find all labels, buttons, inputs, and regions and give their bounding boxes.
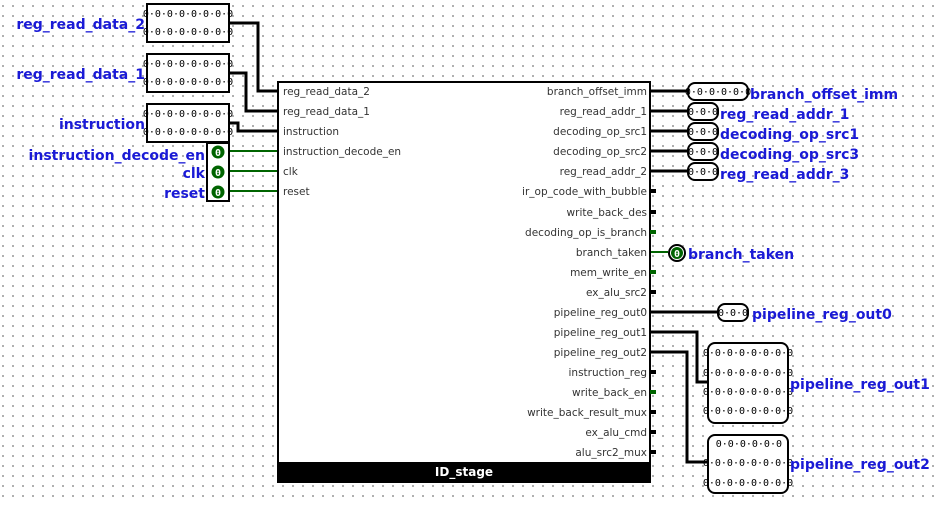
bits-row: 0·0·0·0·0·0·0·0 — [143, 127, 233, 138]
pin-label-out: write_back_en — [572, 387, 647, 399]
input-pin-reg-read-data-1[interactable]: 0·0·0·0·0·0·0·0 0·0·0·0·0·0·0·0 — [143, 53, 233, 93]
pin-label-in: clk — [283, 166, 299, 178]
bits-row: 0·0·0·0·0·0·0·0 — [143, 59, 233, 70]
output-pin-pipeline-reg-out1[interactable]: 0·0·0·0·0·0·0·0 0·0·0·0·0·0·0·0 0·0·0·0·… — [703, 342, 793, 424]
input-pin-reset[interactable]: 0 — [211, 185, 225, 200]
output-pin-stubs — [650, 189, 656, 454]
bits-row: 0·0·0 — [688, 107, 718, 118]
bit-value: 0 — [215, 188, 221, 199]
input-pin-instruction[interactable]: 0·0·0·0·0·0·0·0 0·0·0·0·0·0·0·0 — [143, 103, 233, 143]
bits-row: 0·0·0·0·0·0·0·0 — [703, 406, 793, 417]
pin-label-out: branch_offset_imm — [547, 86, 647, 98]
component-title-bar — [278, 462, 650, 482]
pin-label-out: pipeline_reg_out1 — [554, 327, 647, 339]
pin-label-out: ex_alu_cmd — [585, 427, 647, 439]
pin-label-out: decoding_op_is_branch — [525, 227, 647, 239]
pin-label-in: reset — [283, 186, 310, 198]
wire-instruction[interactable] — [229, 121, 278, 133]
wire-reg-read-data-1[interactable] — [229, 71, 278, 113]
label-branch-taken: branch_taken — [688, 247, 794, 263]
output-pin-pipeline-reg-out0[interactable]: 0·0·0 — [717, 303, 749, 322]
label-pipeline-reg-out0: pipeline_reg_out0 — [752, 307, 892, 323]
bits-row: 0·0·0·0·0·0·0·0 — [143, 27, 233, 38]
bits-row: 0·0·0·0·0·0·0·0 — [143, 77, 233, 88]
pin-label-out: write_back_result_mux — [527, 407, 647, 419]
label-instruction: instruction — [59, 117, 145, 133]
bits-row: 0·0·0 — [688, 167, 718, 178]
id-stage-component[interactable]: ID_stage reg_read_data_2 reg_read_data_1… — [277, 81, 651, 483]
label-pipeline-reg-out2: pipeline_reg_out2 — [790, 457, 930, 473]
pin-label-in: instruction — [283, 126, 339, 138]
wires — [228, 21, 718, 464]
label-reg-read-data-1: reg_read_data_1 — [16, 67, 145, 83]
pin-label-out: write_back_des — [567, 207, 647, 219]
pin-label-out: decoding_op_src2 — [553, 146, 647, 158]
bits-row: 0·0·0·0·0·0 — [685, 87, 751, 98]
pin-label-out: pipeline_reg_out0 — [554, 307, 647, 319]
pin-label-out: ex_alu_src2 — [586, 287, 647, 299]
pin-label-out: reg_read_addr_1 — [560, 106, 647, 118]
pin-label-in: reg_read_data_1 — [283, 106, 370, 118]
label-reg-read-addr-1: reg_read_addr_1 — [720, 107, 849, 123]
label-reset: reset — [164, 186, 205, 202]
pin-label-out: branch_taken — [576, 247, 647, 259]
pin-label-out: alu_src2_mux — [575, 447, 647, 459]
bits-row: 0·0·0·0·0·0·0·0 — [143, 9, 233, 20]
wire-reg-read-data-2[interactable] — [229, 21, 278, 93]
label-pipeline-reg-out1: pipeline_reg_out1 — [790, 377, 930, 393]
wire-pipeline-reg-out2[interactable] — [650, 350, 708, 464]
pin-label-out: pipeline_reg_out2 — [554, 347, 647, 359]
bits-row: 0·0·0·0·0·0·0·0 — [143, 109, 233, 120]
bits-row: 0·0·0 — [688, 127, 718, 138]
bits-row: 0·0·0·0·0·0·0·0 — [703, 387, 793, 398]
label-instruction-decode-en: instruction_decode_en — [29, 148, 205, 164]
label-reg-read-data-2: reg_read_data_2 — [16, 17, 145, 33]
pin-label-out: mem_write_en — [570, 267, 647, 279]
label-decoding-op-src3: decoding_op_src3 — [720, 147, 859, 163]
output-pin-reg-read-addr-3[interactable]: 0·0·0 — [687, 162, 719, 181]
output-pin-branch-taken[interactable]: 0 — [668, 244, 686, 262]
label-reg-read-addr-3: reg_read_addr_3 — [720, 167, 849, 183]
pin-label-out: instruction_reg — [569, 367, 647, 379]
pin-label-out: reg_read_addr_2 — [560, 166, 647, 178]
pin-label-out: ir_op_code_with_bubble — [522, 186, 647, 198]
label-branch-offset-imm: branch_offset_imm — [750, 87, 898, 103]
output-pin-branch-offset-imm[interactable]: 0·0·0·0·0·0 — [685, 82, 751, 101]
bit-value: 0 — [215, 148, 221, 159]
output-pin-decoding-op-src3[interactable]: 0·0·0 — [687, 142, 719, 161]
input-pin-clk[interactable]: 0 — [211, 165, 225, 180]
bit-value: 0 — [674, 249, 680, 260]
bits-row: 0·0·0 — [688, 147, 718, 158]
input-pin-instruction-decode-en[interactable]: 0 — [211, 145, 225, 160]
bits-row: 0·0·0 — [718, 308, 748, 319]
output-pin-reg-read-addr-1[interactable]: 0·0·0 — [687, 102, 719, 121]
pin-label-out: decoding_op_src1 — [553, 126, 647, 138]
input-pin-reg-read-data-2[interactable]: 0·0·0·0·0·0·0·0 0·0·0·0·0·0·0·0 — [143, 3, 233, 43]
pin-label-in: reg_read_data_2 — [283, 86, 370, 98]
bits-row: 0·0·0·0·0·0·0·0 — [703, 348, 793, 359]
bits-row: 0·0·0·0·0·0 — [716, 439, 782, 450]
component-title: ID_stage — [435, 465, 493, 480]
output-pin-pipeline-reg-out2[interactable]: 0·0·0·0·0·0 0·0·0·0·0·0·0·0 0·0·0·0·0·0·… — [703, 434, 793, 494]
label-clk: clk — [183, 166, 206, 182]
bits-row: 0·0·0·0·0·0·0·0 — [703, 458, 793, 469]
pin-label-in: instruction_decode_en — [283, 146, 401, 158]
bits-row: 0·0·0·0·0·0·0·0 — [703, 368, 793, 379]
label-decoding-op-src1: decoding_op_src1 — [720, 127, 859, 143]
bits-row: 0·0·0·0·0·0·0·0 — [703, 478, 793, 489]
output-pin-decoding-op-src1[interactable]: 0·0·0 — [687, 122, 719, 141]
bit-value: 0 — [215, 168, 221, 179]
wire-pipeline-reg-out1[interactable] — [650, 330, 708, 384]
